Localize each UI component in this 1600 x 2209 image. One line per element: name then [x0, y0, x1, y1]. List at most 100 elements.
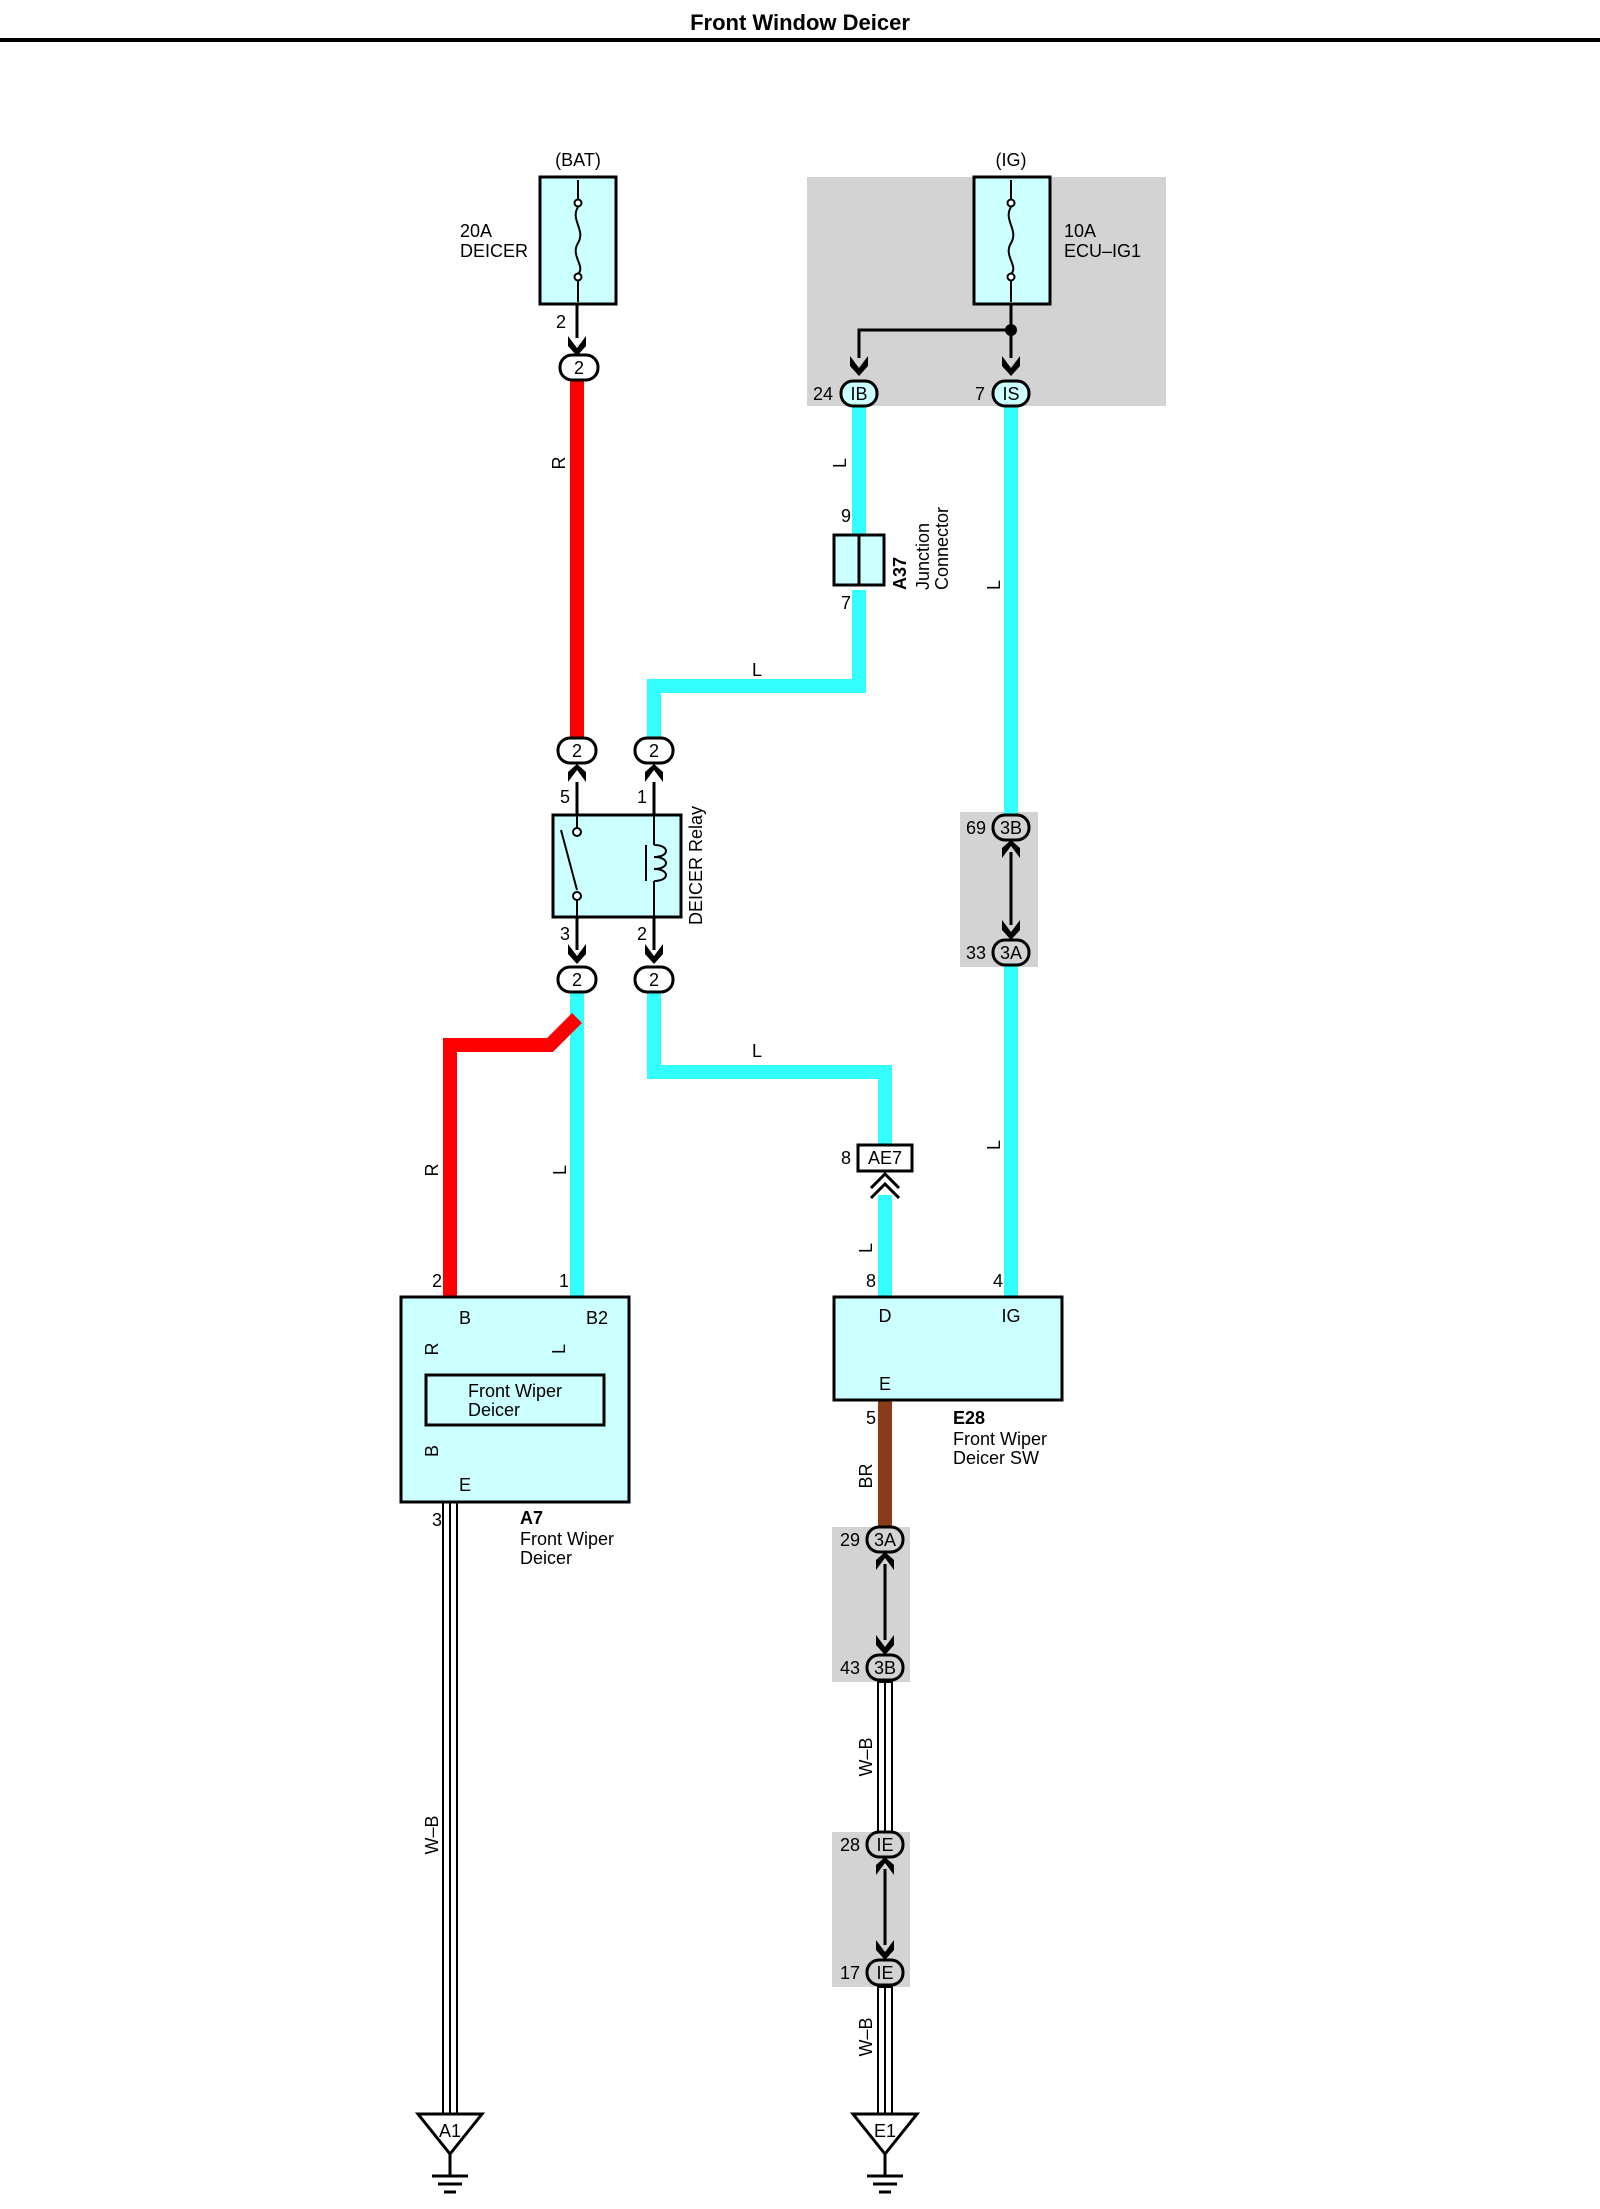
a7-pin-2: 2: [432, 1271, 442, 1291]
wire-label-l-a7: L: [549, 1344, 569, 1354]
joint1-pin-top: 69: [966, 818, 986, 838]
ae7-pin: 8: [841, 1148, 851, 1168]
wire-label-b-a7: B: [422, 1445, 442, 1457]
joint3-pin-top: 28: [840, 1835, 860, 1855]
connector-oval: [556, 965, 598, 994]
connector-arrow-icon: [645, 764, 663, 782]
wire-label-l-is: L: [984, 580, 1004, 590]
a7-term-e: E: [459, 1475, 471, 1495]
fuse-symbol-icon: [573, 180, 583, 302]
deicer-element: [424, 1373, 606, 1427]
e28-name-line2: Deicer SW: [953, 1448, 1039, 1468]
e28-name-line1: Front Wiper: [953, 1429, 1047, 1449]
ig-is-connector: IS: [1002, 384, 1019, 404]
diagram-title: Front Window Deicer: [690, 10, 910, 35]
a7-pin-1: 1: [559, 1271, 569, 1291]
joint2-conn-bottom: 3B: [874, 1658, 896, 1678]
junction-code: A37: [890, 557, 910, 590]
a7-pin-3: 3: [432, 1510, 442, 1530]
deicer-element-line1: Front Wiper: [468, 1381, 562, 1401]
junction-name-line2: Connector: [932, 507, 952, 590]
connector-arrow-icon: [876, 1940, 894, 1960]
wire-label-br: BR: [856, 1463, 876, 1488]
front-wiper-deicer-sw-e28: [832, 1295, 1064, 1402]
ground-e1-icon: [849, 2112, 921, 2194]
e28-pin-5: 5: [866, 1408, 876, 1428]
ig-ib-pin: 24: [813, 384, 833, 404]
wire-label-l-3a-e28: L: [984, 1140, 1004, 1150]
connector-arrow-icon: [645, 944, 663, 964]
ae7-code: AE7: [868, 1148, 902, 1168]
wire-label-wb-left: W–B: [422, 1815, 442, 1854]
bat-connector-label: 2: [574, 358, 584, 378]
joint1-conn-bottom: 3A: [1000, 943, 1022, 963]
ig-branch-lead: [857, 328, 1011, 358]
ig-fuse-name: ECU–IG1: [1064, 241, 1141, 261]
relay-conn-bot-right: 2: [649, 970, 659, 990]
connector-arrow-icon: [568, 336, 586, 356]
connector-oval: [839, 379, 879, 408]
ground-e1-label: E1: [874, 2121, 896, 2141]
ground-a1-label: A1: [439, 2121, 461, 2141]
e28-term-ig: IG: [1001, 1306, 1020, 1326]
wire-l-a37-relay: [647, 590, 866, 738]
e28-term-e: E: [879, 1374, 891, 1394]
ig-is-pin: 7: [975, 384, 985, 404]
joint3-pin-bottom: 17: [840, 1963, 860, 1983]
ig-supply-label: (IG): [996, 150, 1027, 170]
wire-wb-a7-ground: [442, 1501, 458, 2121]
connector-arrow-icon: [869, 1171, 901, 1190]
connector-arrow-icon: [1002, 356, 1020, 376]
wire-label-l-a37: L: [752, 660, 762, 680]
bat-fuse-name: DEICER: [460, 241, 528, 261]
ae7-connector: [856, 1143, 914, 1173]
bat-supply-label: (BAT): [555, 150, 601, 170]
joint2-conn-top: 3A: [874, 1530, 896, 1550]
a7-name-line2: Deicer: [520, 1548, 572, 1568]
junction-pin-top: 9: [841, 506, 851, 526]
fuse-symbol-icon: [1006, 180, 1016, 302]
connector-oval: [558, 353, 600, 382]
connector-oval: [865, 1653, 905, 1682]
relay-conn-top-right: 2: [649, 741, 659, 761]
wire-label-wb-bottom: W–B: [856, 2017, 876, 2056]
connector-arrow-icon: [850, 356, 868, 376]
wire-l-relay-ae7: [647, 992, 892, 1150]
relay-name: DEICER Relay: [686, 806, 706, 925]
wire-label-l-ae7-e28: L: [856, 1243, 876, 1253]
bat-fuse-pin: 2: [556, 312, 566, 332]
connector-oval: [991, 379, 1031, 408]
relay-pin-2: 2: [637, 924, 647, 944]
wire-r-relay-a7-b: [443, 1013, 582, 1375]
e28-pin-8: 8: [866, 1271, 876, 1291]
relay-switch-icon: [560, 815, 582, 917]
connector-arrow-icon: [876, 1635, 894, 1655]
connector-arrow-icon: [1002, 920, 1020, 940]
deicer-relay-box: [551, 813, 683, 919]
relay-pin-5: 5: [560, 787, 570, 807]
bat-fuse-rating: 20A: [460, 221, 492, 241]
deicer-element-line2: Deicer: [468, 1400, 520, 1420]
wire-label-r-a7: R: [422, 1343, 442, 1356]
joint2-pin-top: 29: [840, 1530, 860, 1550]
wire-wb-3b-ie: [877, 1681, 893, 1833]
a7-term-b2: B2: [586, 1308, 608, 1328]
ig-fuse-rating: 10A: [1064, 221, 1096, 241]
wire-wb-ie-ground: [877, 1986, 893, 2121]
wire-label-wb-mid: W–B: [856, 1737, 876, 1776]
e28-term-d: D: [879, 1306, 892, 1326]
a7-code: A7: [520, 1508, 543, 1528]
wire-label-l-mid: L: [550, 1165, 570, 1175]
joint1-conn-top: 3B: [1000, 818, 1022, 838]
junction-name-line1: Junction: [913, 523, 933, 590]
connector-oval: [865, 1958, 905, 1987]
joint3-conn-top: IE: [876, 1835, 893, 1855]
junction-pin-bottom: 7: [841, 593, 851, 613]
ig-ib-connector: IB: [850, 384, 867, 404]
connector-arrow-icon: [568, 944, 586, 964]
joint1-pin-bottom: 33: [966, 943, 986, 963]
connector-oval: [633, 965, 675, 994]
wire-label-r-upper: R: [549, 457, 569, 470]
relay-conn-bot-left: 2: [572, 970, 582, 990]
connector-arrow-icon: [876, 1857, 894, 1875]
